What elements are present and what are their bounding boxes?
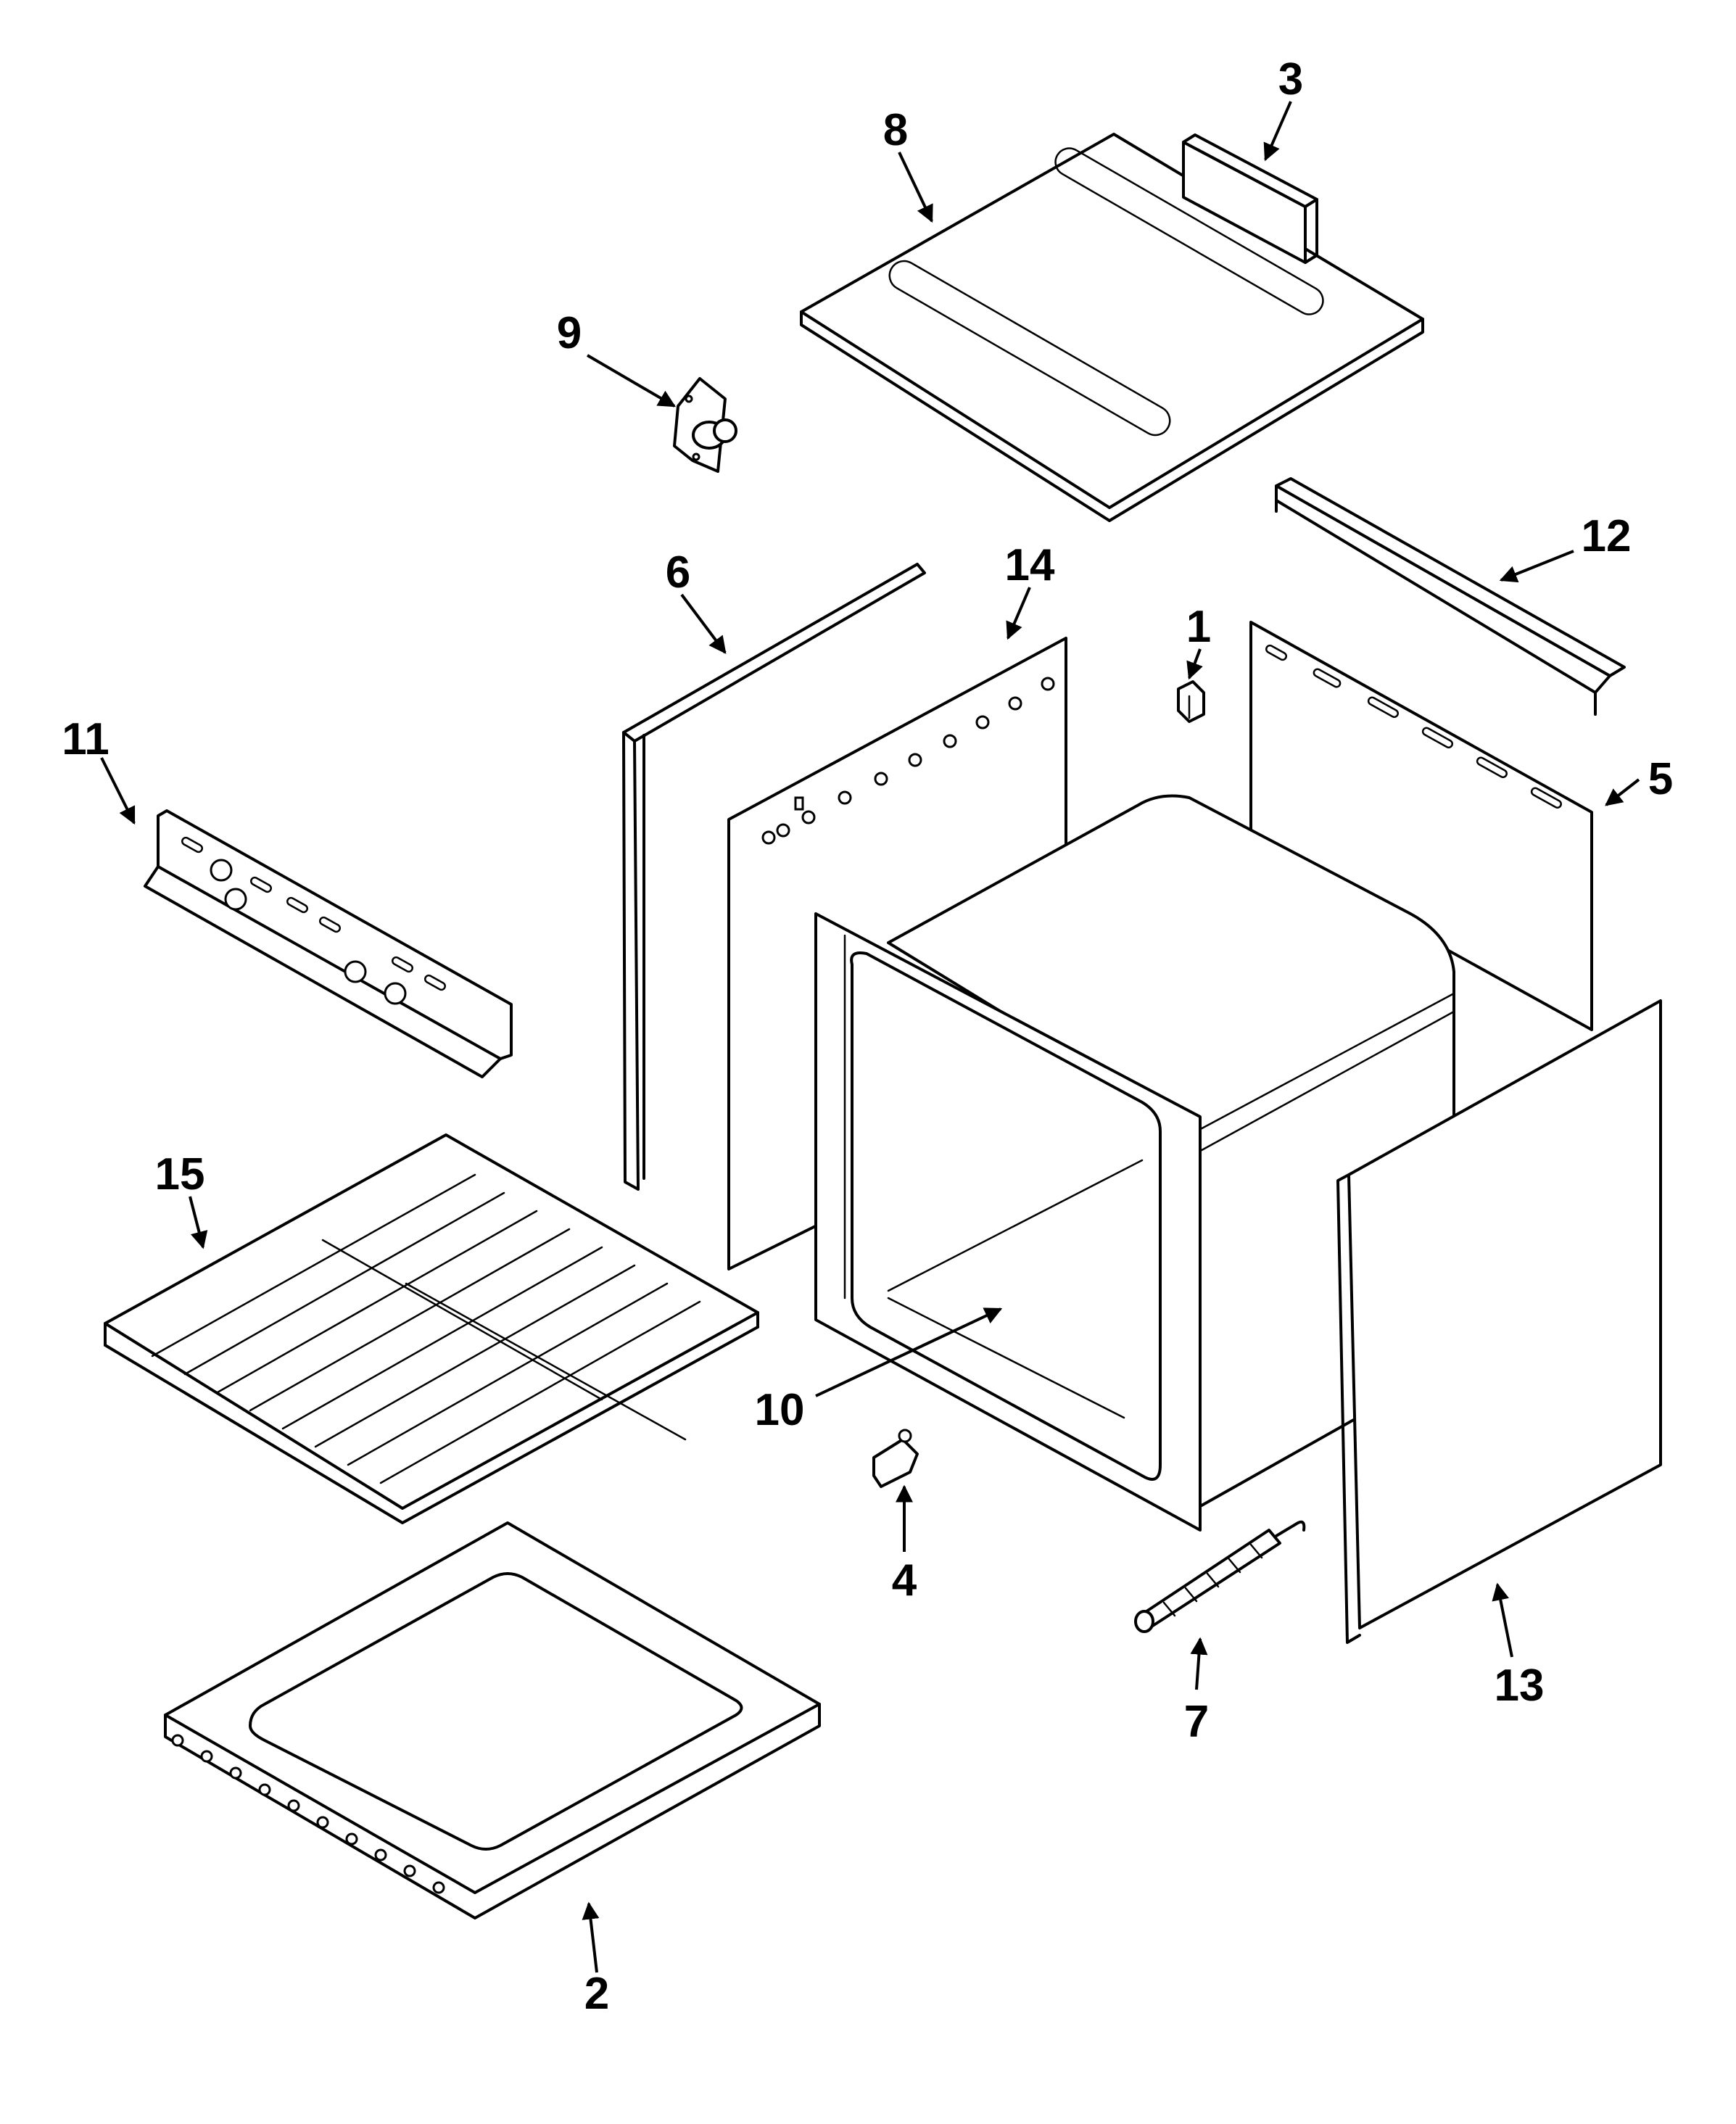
callout-14: 14 [1005,540,1055,590]
callout-15: 15 [155,1149,205,1199]
callout-6: 6 [666,547,690,598]
rack-wires [151,1173,701,1484]
callout-1: 1 [1186,602,1211,652]
leader-lines [100,101,1640,1973]
callout-12: 12 [1582,511,1632,561]
callout-7: 7 [1184,1697,1209,1747]
oven-cavity-part-10 [814,794,1455,1532]
bracket-part-3 [1182,133,1318,264]
side-panel-part-5 [1249,621,1593,1031]
top-rail-part-12 [1275,477,1626,716]
callout-11: 11 [62,714,109,764]
callout-13: 13 [1495,1661,1545,1711]
clip-part-1 [1177,680,1205,723]
panel-slots [1265,644,1562,809]
oven-rack-part-15 [104,1133,759,1524]
clip-part-4 [872,1429,919,1488]
callout-5: 5 [1648,754,1673,804]
callout-labels: 1 2 3 4 5 6 7 8 9 10 11 12 13 14 15 [62,54,1673,2019]
callout-4: 4 [892,1555,917,1606]
spring-coils [1162,1543,1263,1617]
callout-2: 2 [584,1969,609,2019]
oven-bottom-part-2 [164,1521,821,1920]
callout-8: 8 [883,105,908,155]
callout-10: 10 [755,1385,805,1435]
knob-bracket-part-9 [673,377,737,473]
top-panel-part-8 [800,133,1424,522]
panel-holes [761,677,1055,845]
trim-strip-part-6 [622,563,926,1191]
bottom-holes [171,1734,445,1894]
outer-panel-part-13 [1336,999,1662,1644]
spring-part-7 [1134,1520,1306,1633]
support-bracket-part-11 [144,809,513,1078]
callout-9: 9 [557,308,582,358]
bracket-slots [181,836,446,991]
callout-3: 3 [1278,54,1303,104]
